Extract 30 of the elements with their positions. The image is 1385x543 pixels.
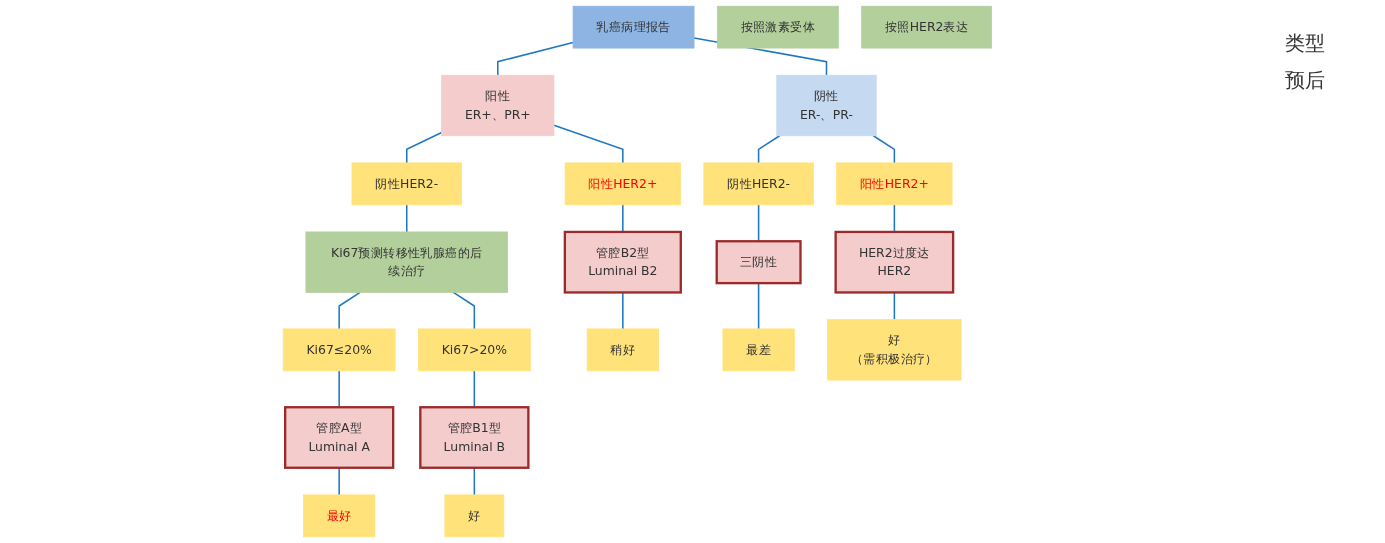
row-label: 预后 (1285, 67, 1326, 94)
node-box: 阳性HER2+ (836, 162, 953, 206)
node-box: 阳性 ER+、PR+ (441, 74, 555, 137)
node-box: 管腔B1型 Luminal B (419, 406, 530, 469)
connector (406, 131, 443, 164)
connector (872, 134, 896, 164)
node-box: 阴性HER2- (703, 162, 814, 206)
node-box: 阳性HER2+ (564, 162, 682, 206)
node-box: 好 (444, 494, 505, 538)
row-label: 类型 (1285, 30, 1326, 57)
connector (497, 41, 574, 77)
node-box: HER2过度达 HER2 (834, 230, 955, 294)
node-box: 阴性HER2- (351, 162, 463, 206)
connector (553, 124, 624, 164)
node-box: 管腔A型 Luminal A (284, 406, 395, 469)
node-box: Ki67>20% (418, 328, 531, 372)
node-box: 阴性 ER-、PR- (776, 74, 877, 137)
node-box: 管腔B2型 Luminal B2 (563, 230, 683, 294)
connector (406, 204, 408, 233)
node-box: 最好 (303, 494, 376, 538)
node-box: 最差 (722, 328, 795, 372)
node-box: 好 （需积极治疗） (827, 319, 962, 381)
node-box: 按照激素受体 (717, 5, 839, 49)
connector (757, 134, 781, 164)
node-box: 乳癌病理报告 (572, 5, 695, 49)
node-box: 三阴性 (715, 240, 802, 285)
node-box: 稍好 (586, 328, 660, 372)
node-box: Ki67≤20% (282, 328, 396, 372)
node-box: 按照HER2表达 (861, 5, 993, 49)
node-box: Ki67预测转移性乳腺癌的后续治疗 (305, 231, 509, 293)
